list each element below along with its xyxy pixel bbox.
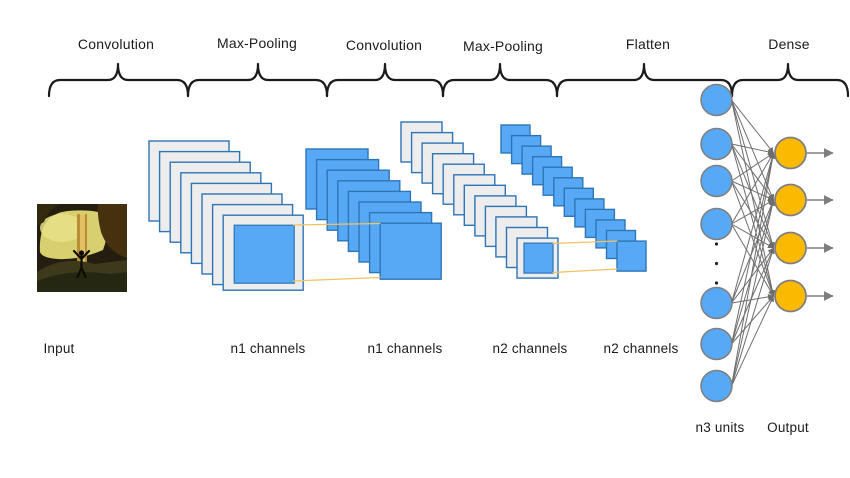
ellipsis-dot bbox=[714, 281, 719, 285]
photo-rock-left bbox=[37, 204, 60, 226]
brace-5 bbox=[555, 62, 734, 98]
output-neuron bbox=[774, 136, 807, 170]
output-neuron bbox=[774, 279, 807, 313]
flatten-neuron bbox=[700, 327, 733, 361]
dense-connection-line bbox=[731, 152, 774, 225]
input-photo bbox=[37, 204, 127, 292]
dense-connection-line bbox=[731, 247, 775, 387]
op-label-dense: Dense bbox=[768, 36, 810, 52]
photo-glow bbox=[40, 214, 84, 242]
input-label: Input bbox=[43, 341, 75, 356]
flatten-neuron bbox=[700, 164, 733, 198]
feature-stack-1 bbox=[148, 140, 304, 291]
stack1-label: n1 channels bbox=[230, 341, 306, 356]
ellipsis-dot bbox=[714, 242, 719, 246]
flatten-label: n3 units bbox=[695, 420, 745, 435]
dense-connection-line bbox=[731, 152, 776, 345]
op-label-maxpooling-1: Max-Pooling bbox=[216, 35, 298, 51]
dense-connection-line bbox=[731, 295, 774, 345]
dense-connection-line bbox=[731, 152, 776, 387]
flatten-neuron bbox=[700, 127, 733, 161]
brace-2 bbox=[186, 62, 329, 98]
receptive-field-window bbox=[523, 242, 554, 274]
photo-ground-shadow bbox=[37, 272, 127, 292]
dense-connection-line bbox=[731, 199, 775, 304]
feature-stack-2 bbox=[305, 148, 442, 280]
flatten-neuron bbox=[700, 83, 733, 117]
stack2-label: n1 channels bbox=[367, 341, 443, 356]
photo-person-body bbox=[72, 249, 91, 279]
dense-connection-line bbox=[731, 152, 775, 304]
dense-connection-line bbox=[731, 247, 774, 304]
dense-connection-line bbox=[731, 99, 775, 201]
dense-connection-line bbox=[731, 223, 774, 297]
ellipsis-dot bbox=[714, 261, 719, 266]
brace-4 bbox=[441, 62, 559, 98]
output-label: Output bbox=[767, 420, 809, 435]
dense-connection-line bbox=[731, 295, 774, 387]
op-label-convolution-2: Convolution bbox=[345, 37, 423, 53]
stack4-label: n2 channels bbox=[603, 341, 679, 356]
brace-1 bbox=[47, 62, 190, 98]
dense-connection-line bbox=[731, 180, 774, 249]
photo-rock-right bbox=[97, 204, 127, 258]
op-label-flatten: Flatten bbox=[625, 36, 671, 52]
output-neuron bbox=[774, 231, 807, 265]
dense-connection-line bbox=[731, 247, 775, 345]
dense-connection-line bbox=[731, 152, 774, 182]
flatten-neuron bbox=[700, 286, 733, 320]
output-neuron bbox=[774, 183, 807, 217]
dense-connection-line bbox=[731, 199, 776, 387]
dense-connection-line bbox=[731, 99, 774, 154]
flatten-neuron bbox=[700, 369, 733, 403]
pooling-trace-line bbox=[552, 268, 618, 274]
dense-connection-line bbox=[731, 293, 774, 304]
op-label-maxpooling-2: Max-Pooling bbox=[462, 38, 544, 54]
pooling-trace-line bbox=[552, 240, 618, 245]
photo-waterfall-highlight bbox=[80, 214, 85, 262]
flatten-neuron bbox=[700, 207, 733, 241]
photo-person-head bbox=[78, 250, 85, 256]
dense-connection-line bbox=[731, 143, 774, 155]
feature-map-plate bbox=[616, 240, 647, 272]
stack3-label: n2 channels bbox=[492, 341, 568, 356]
feature-map-plate bbox=[379, 222, 442, 280]
dense-connection-line bbox=[731, 143, 775, 249]
dense-connection-line bbox=[731, 180, 774, 201]
dense-connection-line bbox=[731, 199, 774, 225]
brace-3 bbox=[325, 62, 445, 98]
pooling-trace-line bbox=[292, 276, 381, 282]
dense-connection-line bbox=[731, 223, 774, 249]
brace-6 bbox=[730, 62, 850, 98]
op-label-convolution-1: Convolution bbox=[77, 36, 155, 52]
feature-stack-3 bbox=[400, 121, 559, 279]
dense-connection-line bbox=[731, 180, 775, 297]
pooling-trace-line bbox=[292, 222, 381, 226]
feature-stack-4 bbox=[500, 124, 647, 272]
receptive-field-window bbox=[233, 224, 295, 284]
